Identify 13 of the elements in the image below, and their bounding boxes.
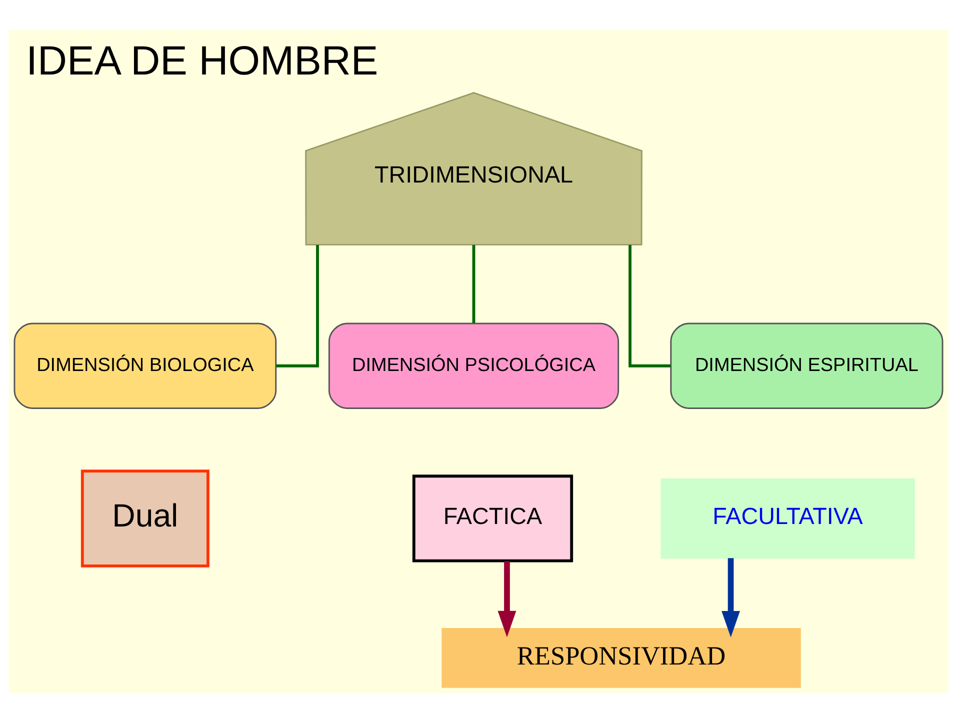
node-box: RESPONSIVIDAD [442,628,801,688]
arrow [722,558,740,637]
arrow [498,560,516,637]
connector [628,244,671,367]
node-box: Dual [80,469,210,567]
connector [276,244,319,367]
node-box: FACULTATIVA [660,478,915,558]
diagram-title: IDEA DE HOMBRE [26,36,378,83]
node-box: FACTICA [412,474,574,562]
node-box: DIMENSIÓN ESPIRITUAL [670,322,944,408]
node-box: DIMENSIÓN BIOLOGICA [14,322,277,408]
node-box: DIMENSIÓN PSICOLÓGICA [328,322,620,408]
connector [472,244,476,322]
